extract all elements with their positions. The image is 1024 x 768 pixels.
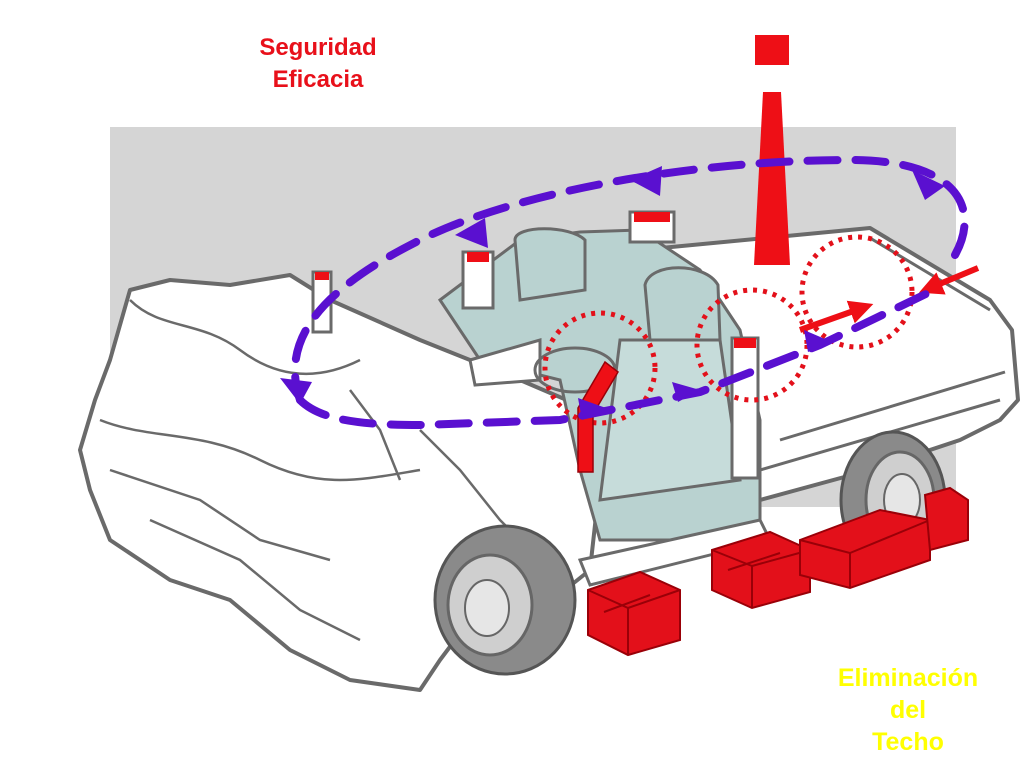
caption-line-1: Eliminación: [837, 664, 979, 692]
title-line-2: Eficacia: [272, 66, 364, 93]
caption-label: Eliminación del Techo: [806, 662, 1010, 758]
lift-column: [754, 92, 790, 265]
pillar-stubs: [311, 210, 760, 480]
title-label: Seguridad Eficacia: [222, 32, 414, 96]
cut-point-ring: [542, 310, 658, 426]
cribbing-blocks: [587, 486, 969, 657]
red-arrow: [798, 300, 874, 333]
red-arrow: [918, 265, 980, 295]
front-wheel: [433, 524, 577, 676]
cribbing-block-icon: [587, 570, 681, 657]
cribbing-block-icon: [711, 530, 811, 610]
cut-point-ring: [799, 234, 915, 350]
car-front-crumple-lines: [99, 299, 541, 642]
caption-line-2: del: [889, 696, 927, 724]
cut-marker-icon: [755, 35, 789, 65]
title-line-1: Seguridad: [259, 34, 377, 61]
cribbing-block-icon: [923, 486, 969, 552]
rotation-arrow-icon: [280, 155, 969, 430]
caption-line-3: Techo: [872, 728, 944, 756]
cribbing-block-icon: [799, 508, 931, 590]
